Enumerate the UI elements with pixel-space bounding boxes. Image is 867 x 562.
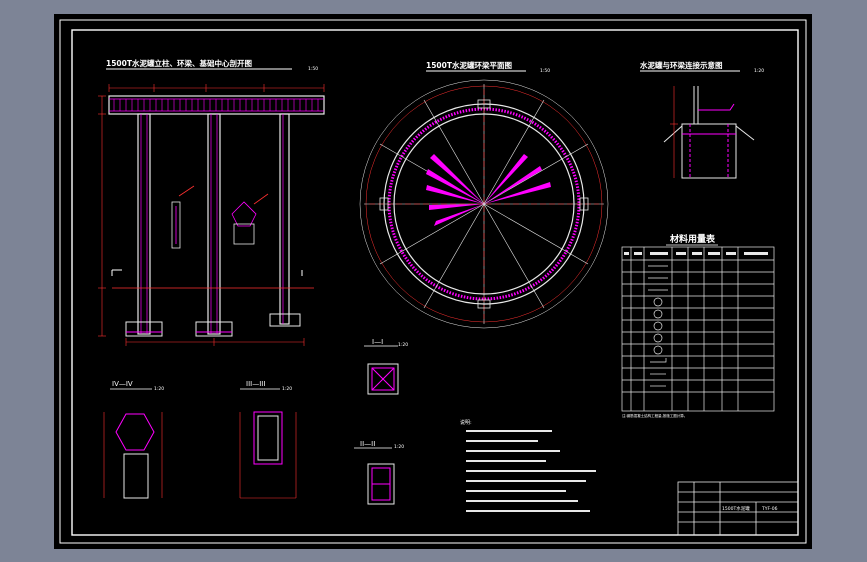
top-dimension [108, 84, 325, 92]
plan-rebar-wedges [426, 154, 551, 226]
section-iv-scale: 1:20 [154, 386, 164, 392]
material-table-title: 材料用量表 [669, 233, 716, 245]
bottom-dimension [125, 338, 305, 346]
notes-heading: 说明: [460, 419, 472, 426]
front-section-view[interactable]: 1500T水泥罐立柱、环梁、基础中心剖开图 1:50 [98, 58, 325, 346]
ring-beam-section [108, 95, 325, 115]
left-dimension [98, 95, 106, 337]
ring-beam-plan-view[interactable]: 1500T水泥罐环梁平面图 1:50 [359, 60, 609, 329]
section-i-scale: 1:20 [398, 342, 408, 348]
detail-view-title: 水泥罐与环梁连接示意图 [640, 60, 723, 70]
material-table[interactable]: 材料用量表 [621, 233, 775, 418]
plan-column-pads [379, 99, 589, 309]
plan-view-title: 1500T水泥罐环梁平面图 [426, 60, 512, 70]
section-markers [111, 269, 303, 276]
detail-drawing [663, 86, 755, 179]
section-iv-view[interactable]: IV—IV 1:20 [103, 380, 164, 499]
general-notes: 说明: [460, 419, 596, 512]
plan-center-lines [369, 89, 599, 319]
detail-view-scale: 1:20 [754, 68, 764, 74]
detail-callouts [171, 185, 269, 249]
section-iii-scale: 1:20 [282, 386, 292, 392]
column-middle [207, 113, 221, 335]
section-iii-view[interactable]: III—III 1:20 [239, 380, 297, 499]
cad-viewport[interactable]: 1500T水泥罐立柱、环梁、基础中心剖开图 1:50 [54, 14, 812, 549]
connection-detail-view[interactable]: 水泥罐与环梁连接示意图 1:20 [640, 60, 764, 179]
detail-dimension [670, 86, 678, 178]
title-block[interactable]: 1500T水泥罐 TYF-06 [677, 481, 799, 536]
plan-view-scale: 1:50 [540, 68, 550, 74]
section-iv-title: IV—IV [112, 380, 133, 388]
front-view-scale: 1:50 [308, 66, 318, 72]
front-view-title: 1500T水泥罐立柱、环梁、基础中心剖开图 [106, 58, 252, 68]
section-ii-scale: 1:20 [394, 444, 404, 450]
drawing-frame [59, 19, 807, 544]
material-table-grid [621, 246, 775, 412]
material-table-footer: 注:钢筋混凝土结构工程量,按施工图计算。 [622, 413, 687, 418]
footings [125, 313, 301, 337]
column-left [137, 113, 151, 335]
section-iii-title: III—III [246, 380, 265, 388]
section-ii-title: II—II [360, 440, 375, 448]
section-ii-view[interactable]: II—II 1:20 [354, 440, 404, 505]
title-block-project: 1500T水泥罐 [722, 505, 750, 512]
column-right [279, 113, 290, 325]
material-table-rebar-shapes [648, 265, 668, 387]
section-i-view[interactable]: I—I 1:20 [364, 338, 408, 395]
title-block-drawing-no: TYF-06 [761, 506, 778, 512]
material-table-cell-marks [624, 252, 768, 255]
section-i-title: I—I [372, 338, 383, 346]
